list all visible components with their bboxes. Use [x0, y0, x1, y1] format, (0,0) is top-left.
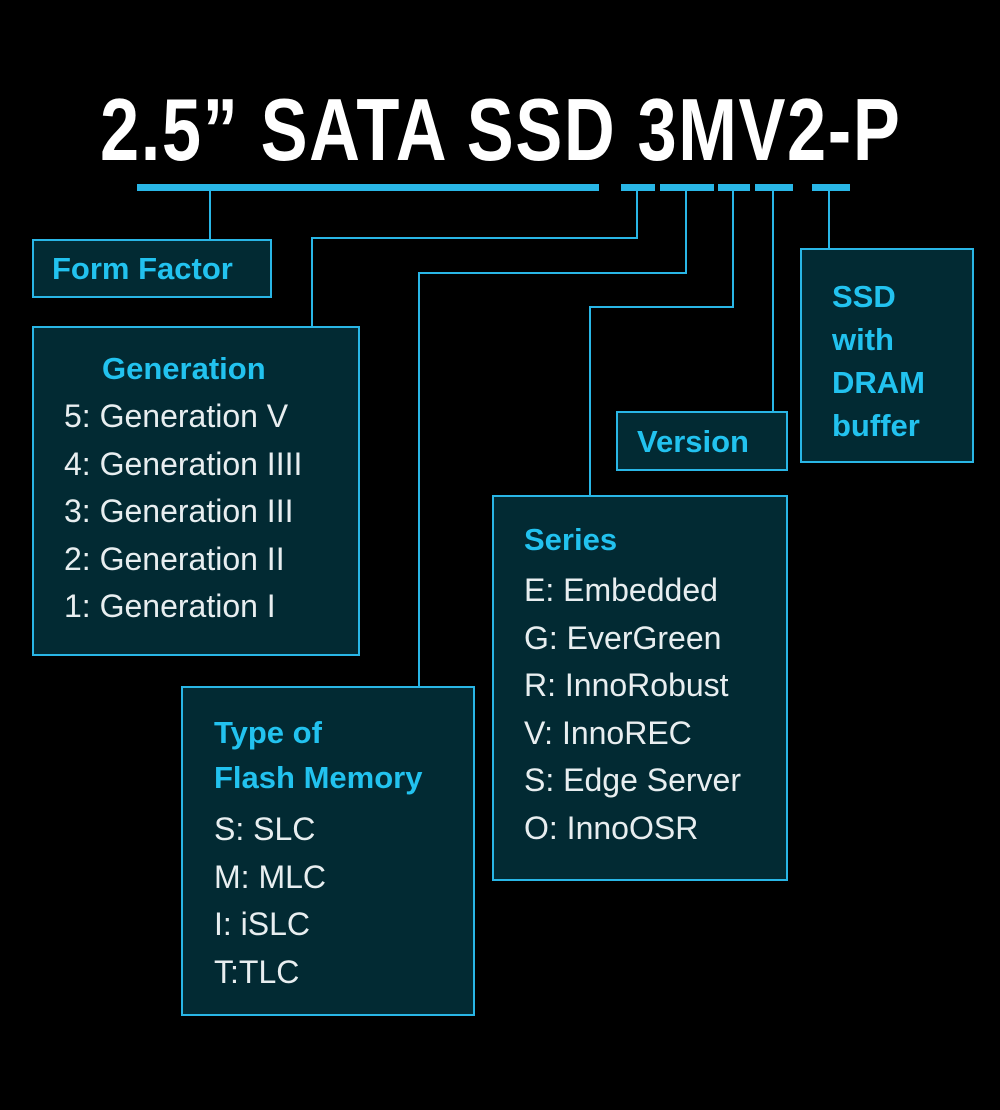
series-item: E: Embedded	[524, 572, 718, 608]
underline-series	[718, 184, 750, 191]
generation-title: Generation	[102, 351, 266, 386]
underline-flash-type	[660, 184, 714, 191]
flash-memory-title-line2: Flash Memory	[214, 760, 423, 795]
connector-flash-drop	[418, 272, 420, 687]
connector-series-drop	[589, 306, 591, 497]
series-item: V: InnoREC	[524, 714, 692, 751]
generation-item: 2: Generation II	[64, 540, 285, 577]
version-box: Version	[616, 411, 788, 471]
flash-memory-item: T:TLC	[214, 953, 300, 990]
series-item: R: InnoRobust	[524, 667, 729, 703]
series-item: O: InnoOSR	[524, 809, 699, 846]
dram-line: with	[832, 322, 894, 357]
generation-item: 1: Generation I	[64, 588, 276, 624]
underline-generation	[621, 184, 655, 191]
connector-dram	[828, 190, 830, 249]
dram-line: SSD	[832, 279, 896, 314]
series-item: S: Edge Server	[524, 762, 741, 798]
series-item: G: EverGreen	[524, 619, 722, 656]
form-factor-box: Form Factor	[32, 239, 272, 298]
connector-flash-horizontal	[418, 272, 687, 274]
generation-box: Generation 5: Generation V 4: Generation…	[32, 326, 360, 656]
underline-version	[755, 184, 793, 191]
dram-line: buffer	[832, 408, 920, 443]
flash-memory-box: Type of Flash Memory S: SLC M: MLC I: iS…	[181, 686, 475, 1016]
connector-version	[772, 190, 774, 412]
flash-memory-title-line1: Type of	[214, 715, 322, 750]
generation-item: 5: Generation V	[64, 398, 289, 434]
connector-series-vertical	[732, 190, 734, 308]
connector-generation-horizontal	[311, 237, 638, 239]
connector-flash-vertical	[685, 190, 687, 274]
connector-generation-drop	[311, 237, 313, 327]
diagram-title: 2.5” SATA SSD 3MV2-P	[100, 80, 902, 179]
flash-memory-item: M: MLC	[214, 858, 326, 895]
dram-box: SSD with DRAM buffer	[800, 248, 974, 463]
connector-series-horizontal	[589, 306, 734, 308]
form-factor-label: Form Factor	[52, 251, 233, 286]
connector-form-factor	[209, 190, 211, 240]
series-box: Series E: Embedded G: EverGreen R: InnoR…	[492, 495, 788, 881]
flash-memory-item: I: iSLC	[214, 906, 311, 942]
version-label: Version	[637, 423, 749, 459]
generation-item: 3: Generation III	[64, 493, 294, 529]
underline-form-factor	[137, 184, 599, 191]
generation-item: 4: Generation IIII	[64, 445, 303, 482]
series-title: Series	[524, 522, 618, 557]
underline-dram	[812, 184, 850, 191]
dram-line: DRAM	[832, 365, 925, 400]
flash-memory-item: S: SLC	[214, 811, 316, 847]
connector-generation-vertical	[636, 190, 638, 239]
